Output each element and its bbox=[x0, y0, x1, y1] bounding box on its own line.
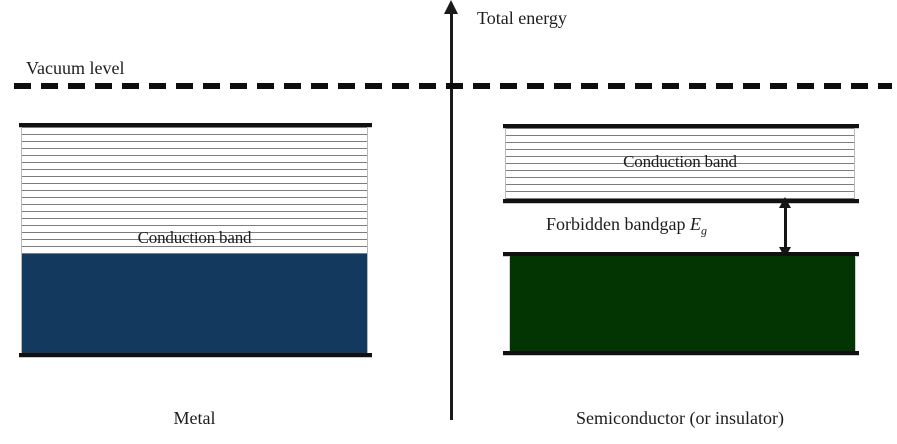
forbidden-bandgap-text: Forbidden bandgap bbox=[546, 214, 690, 234]
semiconductor-conduction-band-box bbox=[505, 128, 855, 200]
energy-axis-line bbox=[450, 8, 453, 420]
bandgap-symbol: E bbox=[689, 214, 701, 234]
metal-conduction-band-label: Conduction band bbox=[137, 228, 252, 247]
semiconductor-conduction-level-lines bbox=[506, 128, 854, 200]
forbidden-bandgap-label: Forbidden bandgap Eg bbox=[546, 214, 707, 239]
bandgap-double-arrow-line bbox=[784, 201, 787, 255]
energy-axis-label: Total energy bbox=[477, 8, 567, 28]
metal-band-bottom-edge bbox=[19, 353, 372, 357]
bandgap-subscript: g bbox=[700, 223, 707, 238]
semiconductor-valence-band-fill: Valence band bbox=[509, 256, 856, 352]
semiconductor-conduction-band-label: Conduction band bbox=[623, 152, 737, 171]
metal-band-top-edge bbox=[19, 123, 372, 127]
semiconductor-valence-band-top-edge bbox=[503, 252, 859, 256]
metal-panel-label: Metal bbox=[173, 408, 216, 428]
bandgap-arrow-up-icon bbox=[779, 197, 791, 208]
semiconductor-conduction-band-bottom-edge bbox=[503, 199, 859, 203]
vacuum-level-label: Vacuum level bbox=[26, 58, 125, 78]
semiconductor-panel-label: Semiconductor (or insulator) bbox=[576, 408, 784, 428]
vacuum-level-dashed-line bbox=[14, 83, 892, 89]
semiconductor-valence-band-bottom-edge bbox=[503, 351, 859, 355]
semiconductor-conduction-band-top-edge bbox=[503, 124, 859, 128]
metal-filled-states-region bbox=[22, 254, 367, 354]
energy-axis-arrow-icon bbox=[444, 0, 458, 14]
